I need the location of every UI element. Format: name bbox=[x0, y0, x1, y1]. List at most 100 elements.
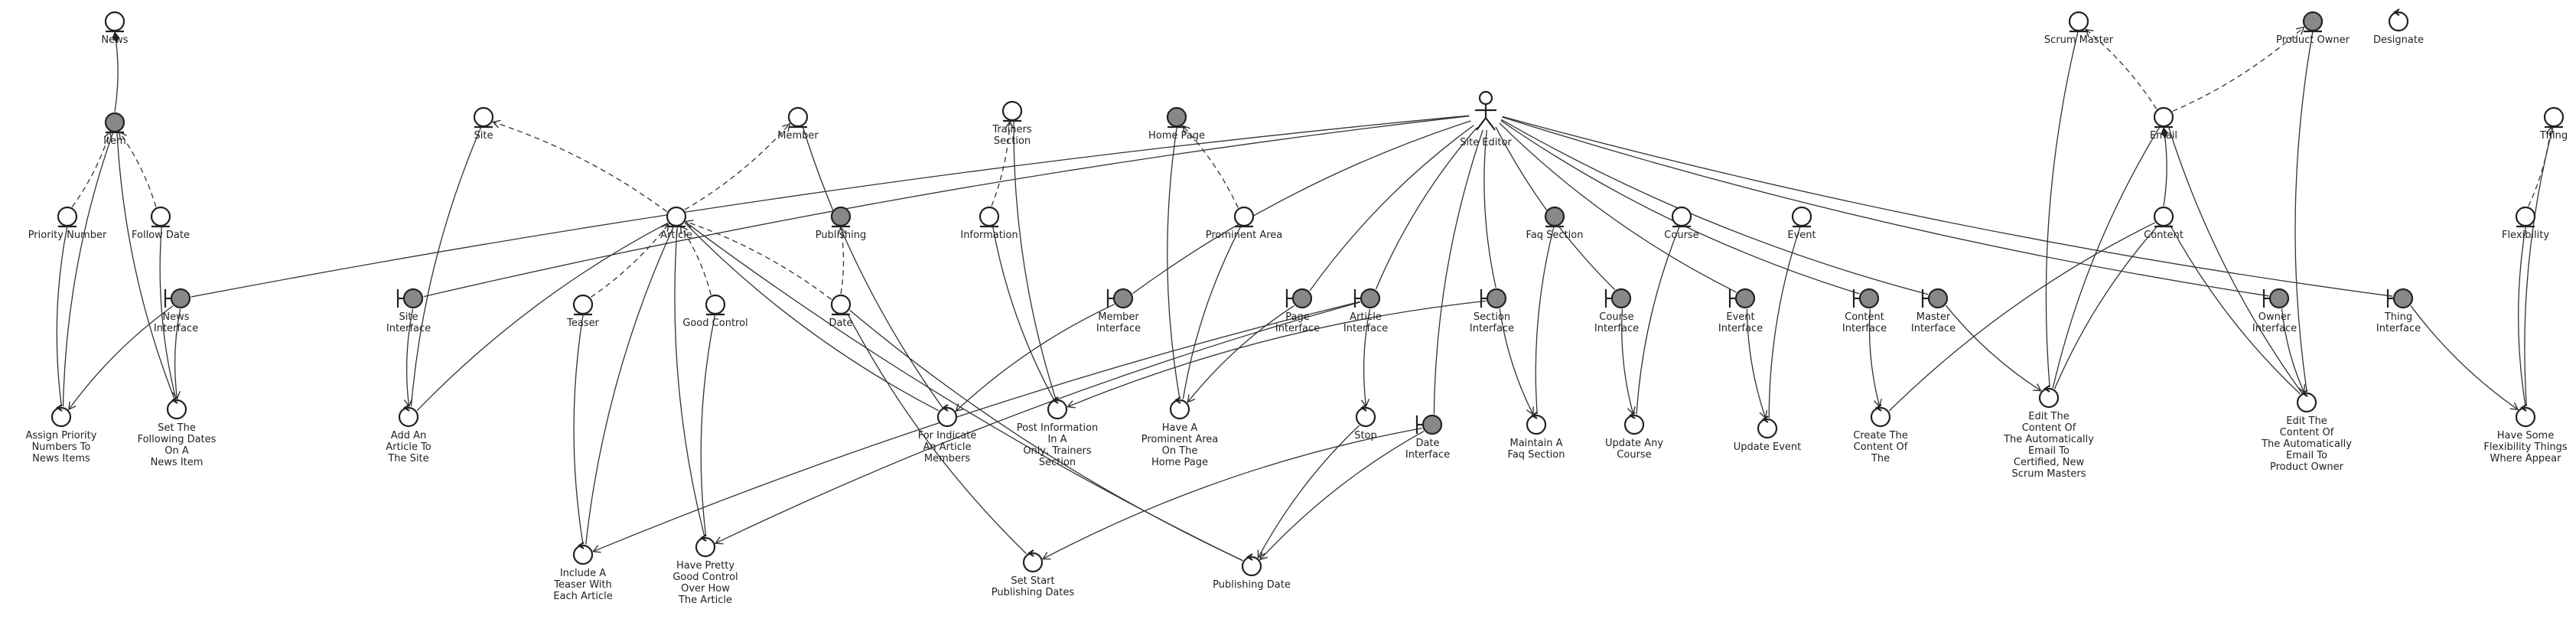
node-stop[interactable]: Stop bbox=[1354, 404, 1377, 441]
node-member[interactable]: Member bbox=[777, 106, 819, 142]
node-priority-number[interactable]: Priority Number bbox=[28, 206, 107, 241]
node-label-line: Set Start bbox=[1011, 575, 1054, 587]
node-label-line: News Items bbox=[32, 453, 90, 464]
node-thing[interactable]: Thing bbox=[2539, 106, 2568, 142]
node-label-line: News bbox=[101, 34, 128, 46]
node-article[interactable]: Article bbox=[660, 206, 692, 241]
node-label-line: Add An bbox=[391, 430, 426, 441]
node-label-line: On A bbox=[164, 445, 189, 457]
control-icon bbox=[398, 406, 419, 428]
node-flexibility[interactable]: Flexibility bbox=[2502, 206, 2549, 241]
control-arrowhead bbox=[1531, 412, 1538, 419]
edge-site-to-add_article bbox=[410, 127, 482, 407]
boundary-icon bbox=[1486, 288, 1507, 309]
edge-article-to-add_article bbox=[416, 222, 669, 412]
edge-teaser-to-include_teaser bbox=[573, 314, 584, 545]
node-event[interactable]: Event bbox=[1787, 206, 1816, 241]
node-label-line: Set The bbox=[158, 422, 196, 434]
boundary-icon bbox=[1360, 288, 1381, 309]
node-label-line: Item bbox=[103, 135, 126, 147]
boundary-icon bbox=[1422, 414, 1443, 435]
node-publishing[interactable]: Publishing bbox=[816, 206, 866, 241]
node-label-line: Interface bbox=[1275, 323, 1320, 334]
node-news[interactable]: News bbox=[101, 11, 129, 46]
node-label-line: Article To bbox=[386, 441, 432, 453]
node-label-line: Member bbox=[1098, 311, 1139, 323]
node-label-line: An Article bbox=[923, 441, 972, 453]
node-faq-section[interactable]: Faq Section bbox=[1526, 206, 1584, 241]
control-arrowhead bbox=[1246, 553, 1253, 561]
node-date[interactable]: Date bbox=[829, 294, 853, 329]
node-prominent-area[interactable]: Prominent Area bbox=[1206, 206, 1283, 241]
node-site-editor[interactable]: Site Editor bbox=[1460, 90, 1512, 148]
edge-site_interface-to-add_article bbox=[403, 308, 414, 408]
edge-teaser-to-article bbox=[590, 223, 669, 298]
control-arrowhead bbox=[2044, 385, 2050, 393]
control-icon bbox=[1870, 406, 1891, 428]
edge-stop-to-publishing_date bbox=[1257, 425, 1360, 559]
node-information[interactable]: Information bbox=[960, 206, 1018, 241]
node-publishing-date[interactable]: Publishing Date bbox=[1213, 553, 1291, 591]
node-designate[interactable]: Designate bbox=[2373, 8, 2424, 46]
entity-icon bbox=[2515, 206, 2536, 227]
edge-content-to-email bbox=[2161, 127, 2168, 207]
edge-site_editor-to-owner_interface bbox=[1502, 116, 2269, 297]
node-home-page[interactable]: Home Page bbox=[1148, 106, 1205, 142]
node-site[interactable]: Site bbox=[473, 106, 494, 142]
node-label-line: News Item bbox=[151, 457, 204, 468]
node-label-line: Course bbox=[1617, 449, 1651, 461]
node-label-line: Faq Section bbox=[1508, 449, 1565, 461]
edge-email-to-edit_content_owner bbox=[2167, 126, 2303, 393]
actor-head-icon bbox=[1478, 90, 1493, 106]
node-course[interactable]: Course bbox=[1664, 206, 1699, 241]
node-label-line: Designate bbox=[2373, 34, 2424, 46]
node-content[interactable]: Content bbox=[2144, 206, 2184, 241]
node-good-control[interactable]: Good Control bbox=[682, 294, 748, 329]
node-label-line: For Indicate bbox=[918, 430, 977, 441]
node-label-line: Interface bbox=[386, 323, 431, 334]
node-update-event[interactable]: Update Event bbox=[1734, 415, 1801, 453]
node-label-line: Teaser bbox=[566, 318, 599, 329]
node-email[interactable]: Email bbox=[2150, 106, 2177, 142]
node-label-line: Site Editor bbox=[1460, 137, 1512, 148]
node-item[interactable]: Item bbox=[103, 112, 126, 147]
node-follow-date[interactable]: Follow Date bbox=[132, 206, 190, 241]
node-product-owner[interactable]: Product Owner bbox=[2276, 11, 2350, 46]
entity-icon bbox=[104, 112, 125, 133]
node-label-line: Publishing bbox=[816, 230, 866, 241]
control-arrowhead bbox=[1875, 404, 1882, 412]
node-scrum-master[interactable]: Scrum Master bbox=[2044, 11, 2114, 46]
node-teaser[interactable]: Teaser bbox=[566, 294, 600, 329]
node-label-line: Page bbox=[1285, 311, 1309, 323]
